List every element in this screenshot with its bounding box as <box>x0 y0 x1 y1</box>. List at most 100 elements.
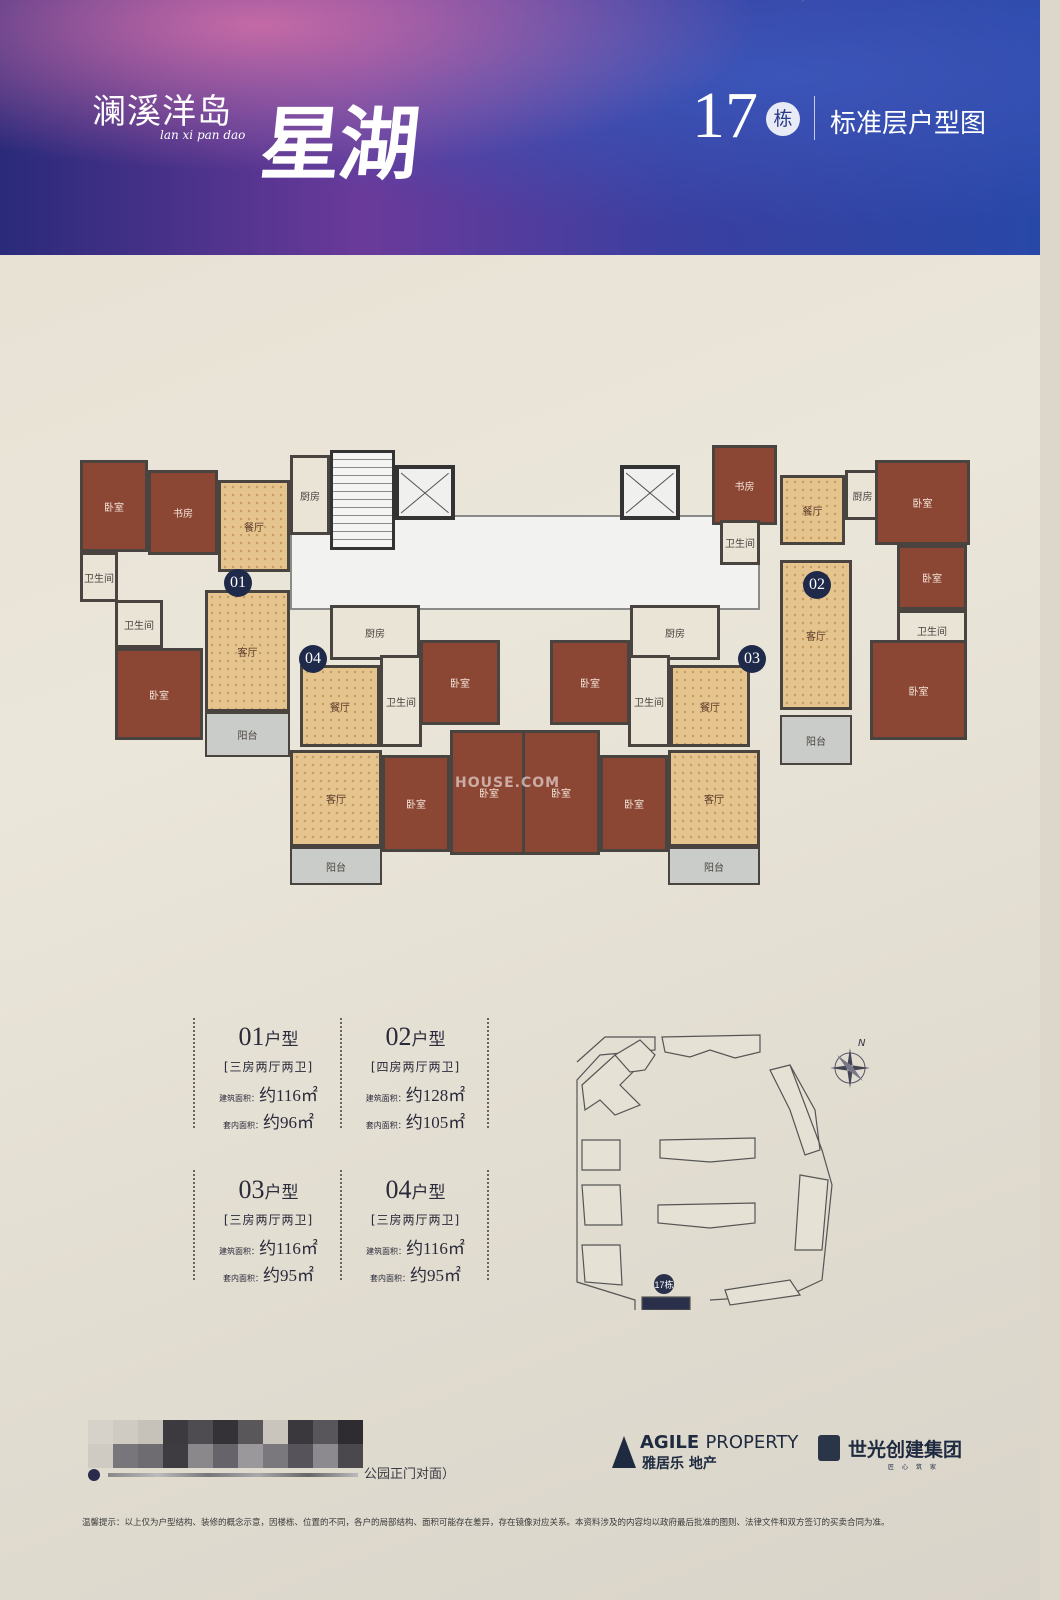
header-banner: 澜溪洋岛 lan xi pan dao 星湖 17 栋 标准层户型图 <box>0 0 1040 255</box>
net-area-label: 套内面积： <box>223 1274 263 1283</box>
unit-code: 04 <box>385 1175 412 1204</box>
room-balcony: 阳台 <box>205 712 290 757</box>
building-17-marker <box>654 1274 674 1294</box>
room-bedroom: 卧室 <box>115 648 203 740</box>
room-dining: 餐厅 <box>300 665 380 747</box>
gross-area-label: 建筑面积： <box>219 1094 260 1103</box>
logo-pinyin: lan xi pan dao <box>160 128 246 142</box>
net-area-label: 套内面积： <box>370 1274 410 1283</box>
room-study: 书房 <box>712 445 777 525</box>
net-area: 约95㎡ <box>263 1266 314 1285</box>
gross-area-label: 建筑面积： <box>219 1247 260 1256</box>
redacted-contact <box>88 1420 363 1468</box>
disclaimer: 温馨提示：以上仅为户型结构、装修的概念示意，因楼栋、位置的不同，各户的局部结构、… <box>82 1518 890 1528</box>
north-label: N <box>858 1038 866 1049</box>
room-kitchen: 厨房 <box>330 605 420 660</box>
site-plan: 17栋 N <box>576 1034 870 1310</box>
room-kitchen: 厨房 <box>630 605 720 660</box>
unit-type-03: 03户型 [三房两厅两卫] 建筑面积：约116㎡ 套内面积：约95㎡ <box>195 1175 342 1286</box>
divider <box>487 1170 489 1280</box>
gross-area: 约116㎡ <box>259 1086 318 1105</box>
room-bedroom: 卧室 <box>550 640 630 725</box>
staircase <box>330 450 395 550</box>
gross-area: 约128㎡ <box>405 1086 466 1105</box>
room-dining: 餐厅 <box>218 480 290 572</box>
unit-code: 02 <box>385 1022 412 1051</box>
unit-suffix: 户型 <box>264 1183 299 1203</box>
unit-type-04: 04户型 [三房两厅两卫] 建筑面积：约116㎡ 套内面积：约95㎡ <box>342 1175 489 1286</box>
logo-chinese: 澜溪洋岛 <box>92 92 232 132</box>
project-name: 星湖 <box>256 98 423 191</box>
net-area: 约96㎡ <box>263 1113 314 1132</box>
room-balcony: 阳台 <box>290 847 382 885</box>
room-kitchen: 厨房 <box>290 455 330 535</box>
room-bedroom: 卧室 <box>522 730 600 855</box>
unit-badge-02: 02 <box>803 571 831 599</box>
unit-suffix: 户型 <box>411 1030 446 1050</box>
room-bathroom: 卫生间 <box>628 655 670 747</box>
developer-name-cn: 雅居乐 地产 <box>642 1456 717 1472</box>
unit-type-01: 01户型 [三房两厅两卫] 建筑面积：约116㎡ 套内面积：约96㎡ <box>195 1022 342 1133</box>
site-building <box>659 1137 756 1163</box>
divider <box>340 1018 342 1128</box>
page-title: 标准层户型图 <box>830 109 987 139</box>
building-17-footprint <box>641 1296 691 1310</box>
site-building <box>581 1184 623 1226</box>
gross-area: 约116㎡ <box>259 1239 318 1258</box>
site-building <box>614 1039 656 1073</box>
elevator <box>620 465 680 520</box>
room-dining: 餐厅 <box>780 475 845 545</box>
gross-area: 约116㎡ <box>406 1239 465 1258</box>
net-area: 约105㎡ <box>405 1113 466 1132</box>
unit-layout: [三房两厅两卫] <box>223 1060 314 1074</box>
net-area-label: 套内面积： <box>223 1121 263 1130</box>
unit-code: 03 <box>238 1175 265 1204</box>
unit-badge-01: 01 <box>224 569 252 597</box>
room-living: 客厅 <box>205 590 290 712</box>
gross-area-label: 建筑面积： <box>366 1247 407 1256</box>
building-unit-badge: 栋 <box>766 102 800 136</box>
location-pin-icon <box>88 1468 100 1481</box>
unit-code: 01 <box>238 1022 265 1051</box>
unit-type-02: 02户型 [四房两厅两卫] 建筑面积：约128㎡ 套内面积：约105㎡ <box>342 1022 489 1133</box>
agile-logo-mark-icon <box>612 1436 636 1468</box>
room-bathroom: 卫生间 <box>115 600 163 648</box>
room-living: 客厅 <box>668 750 760 847</box>
redacted-address <box>108 1472 358 1477</box>
unit-badge-03: 03 <box>738 645 766 673</box>
developer-name-en2: PROPERTY <box>705 1432 799 1453</box>
room-bedroom: 卧室 <box>600 755 668 852</box>
room-balcony: 阳台 <box>668 847 760 885</box>
partner-logo-mark-icon <box>818 1435 840 1461</box>
room-bedroom: 卧室 <box>450 730 528 855</box>
building-17-label: 17栋 <box>654 1279 673 1290</box>
unit-badge-04: 04 <box>299 645 327 673</box>
compass-icon: N <box>830 1038 870 1088</box>
room-bedroom: 卧室 <box>870 640 967 740</box>
building-number: 17 <box>692 79 758 152</box>
unit-layout: [三房两厅两卫] <box>370 1213 461 1227</box>
unit-layout: [四房两厅两卫] <box>370 1060 461 1074</box>
site-building <box>661 1034 761 1059</box>
room-bedroom: 卧室 <box>80 460 148 552</box>
divider <box>340 1170 342 1280</box>
floor-plan: 卧室 书房 餐厅 厨房 卫生间 卫生间 卧室 客厅 阳台 厨房 餐厅 客厅 阳台… <box>75 435 975 890</box>
room-study: 书房 <box>148 470 218 555</box>
address-text: 公园正门对面） <box>364 1467 456 1482</box>
divider <box>193 1018 195 1128</box>
header-divider <box>814 96 815 140</box>
net-area: 约95㎡ <box>410 1266 461 1285</box>
room-bathroom: 卫生间 <box>720 520 760 565</box>
agile-property-logo: AGILE PROPERTY 雅居乐 地产 <box>612 1432 798 1473</box>
room-bedroom: 卧室 <box>875 460 970 545</box>
unit-suffix: 户型 <box>411 1183 446 1203</box>
site-building <box>581 1139 621 1171</box>
partner-name: 世光创建集团 <box>848 1439 963 1461</box>
address: 公园正门对面） <box>88 1463 455 1482</box>
room-bedroom: 卧室 <box>420 640 500 725</box>
divider <box>487 1018 489 1128</box>
room-bathroom: 卫生间 <box>80 552 118 602</box>
room-living: 客厅 <box>290 750 382 847</box>
watermark: HOUSE.COM <box>455 775 561 791</box>
